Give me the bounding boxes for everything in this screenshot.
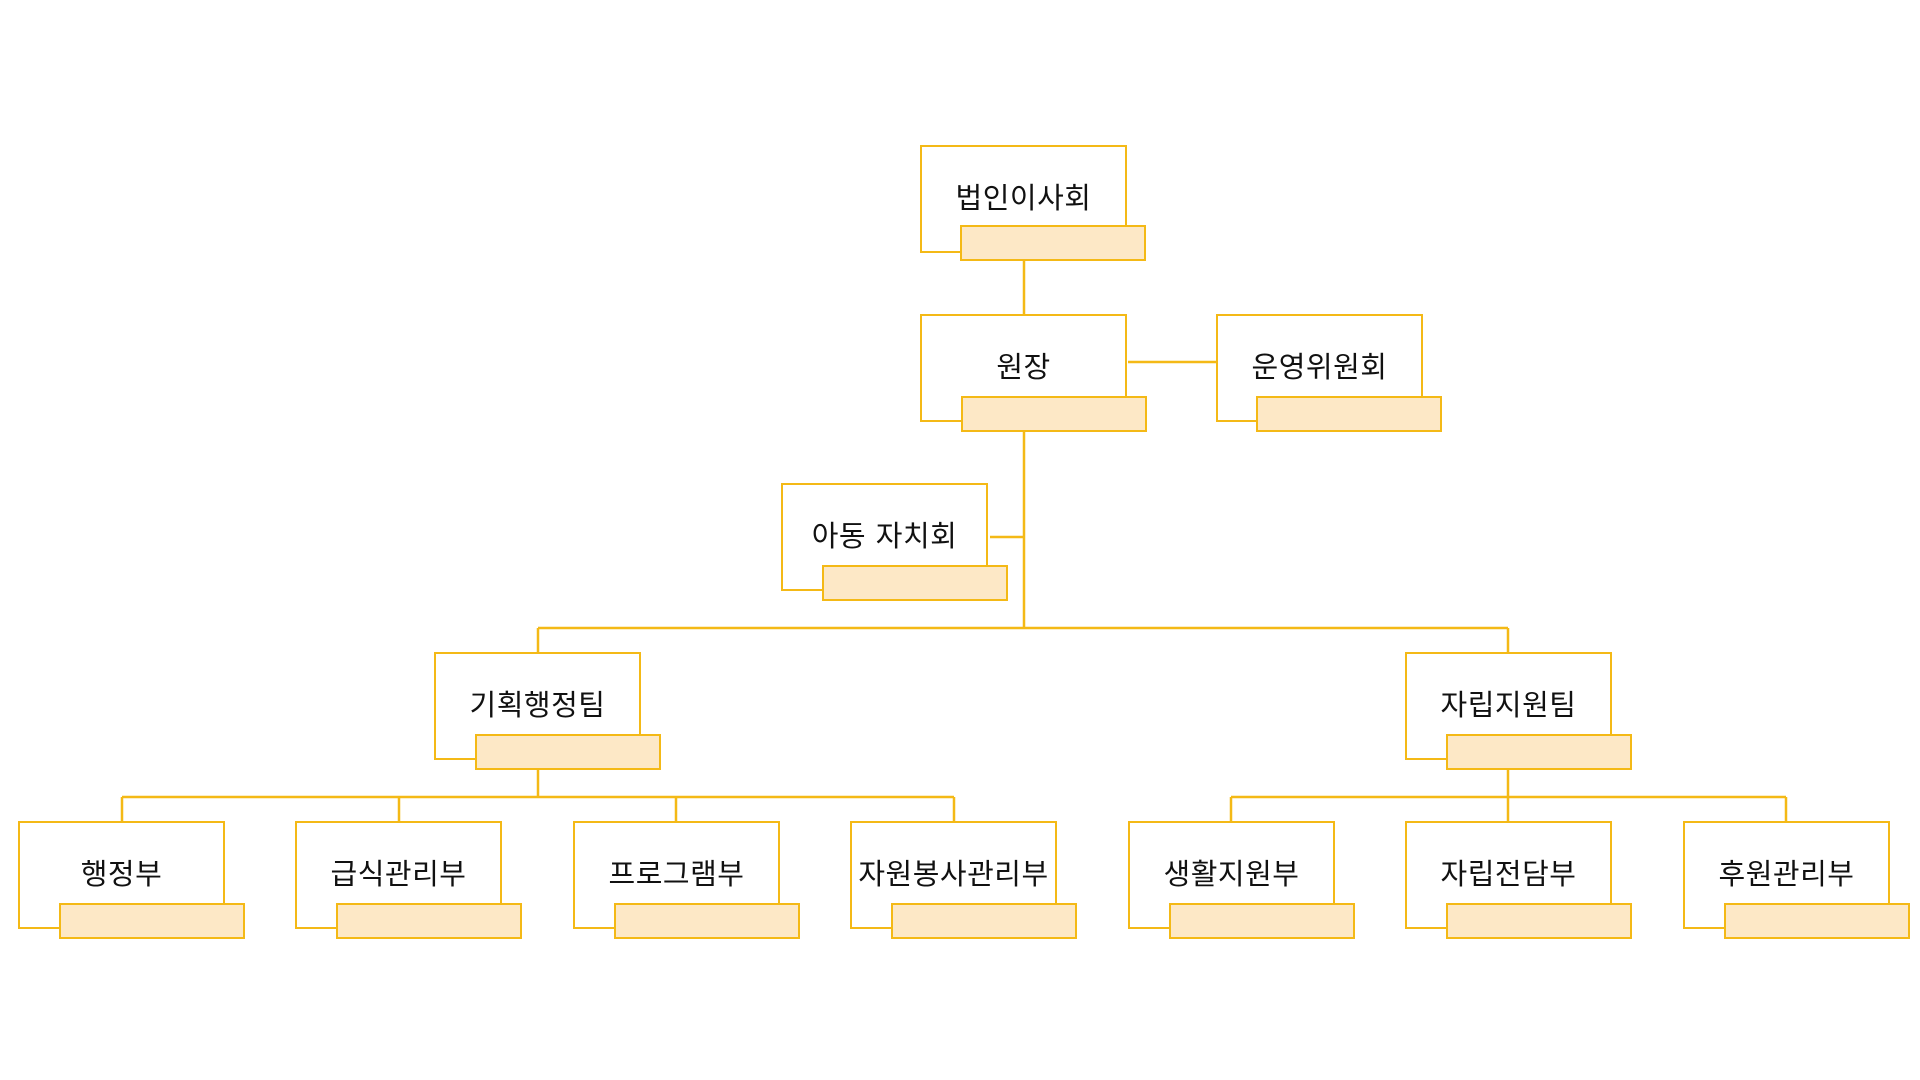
node-dept-subtitle <box>891 903 1077 939</box>
node-dept-subtitle <box>614 903 800 939</box>
node-dept-label: 행정부 <box>80 857 163 891</box>
node-independence-team-label: 자립지원팀 <box>1440 688 1577 722</box>
node-dept-label: 후원관리부 <box>1718 857 1855 891</box>
node-director-subtitle <box>961 396 1147 432</box>
node-dept-subtitle <box>1169 903 1355 939</box>
node-planning-team-label: 기획행정팀 <box>469 688 606 722</box>
node-dept-label: 프로그램부 <box>608 857 745 891</box>
node-committee-subtitle <box>1256 396 1442 432</box>
node-committee-label: 운영위원회 <box>1251 350 1388 384</box>
node-board-label: 법인이사회 <box>955 181 1092 215</box>
node-children-council-label: 아동 자치회 <box>811 519 958 553</box>
node-children-council-subtitle <box>822 565 1008 601</box>
node-dept-subtitle <box>1724 903 1910 939</box>
node-dept-label: 자립전담부 <box>1440 857 1577 891</box>
node-dept-label: 자원봉사관리부 <box>858 857 1049 891</box>
node-dept-subtitle <box>1446 903 1632 939</box>
node-dept-label: 생활지원부 <box>1163 857 1300 891</box>
node-board-subtitle <box>960 225 1146 261</box>
node-independence-team-subtitle <box>1446 734 1632 770</box>
node-dept-subtitle <box>336 903 522 939</box>
node-planning-team-subtitle <box>475 734 661 770</box>
node-director-label: 원장 <box>996 350 1051 384</box>
node-dept-label: 급식관리부 <box>330 857 467 891</box>
node-dept-subtitle <box>59 903 245 939</box>
